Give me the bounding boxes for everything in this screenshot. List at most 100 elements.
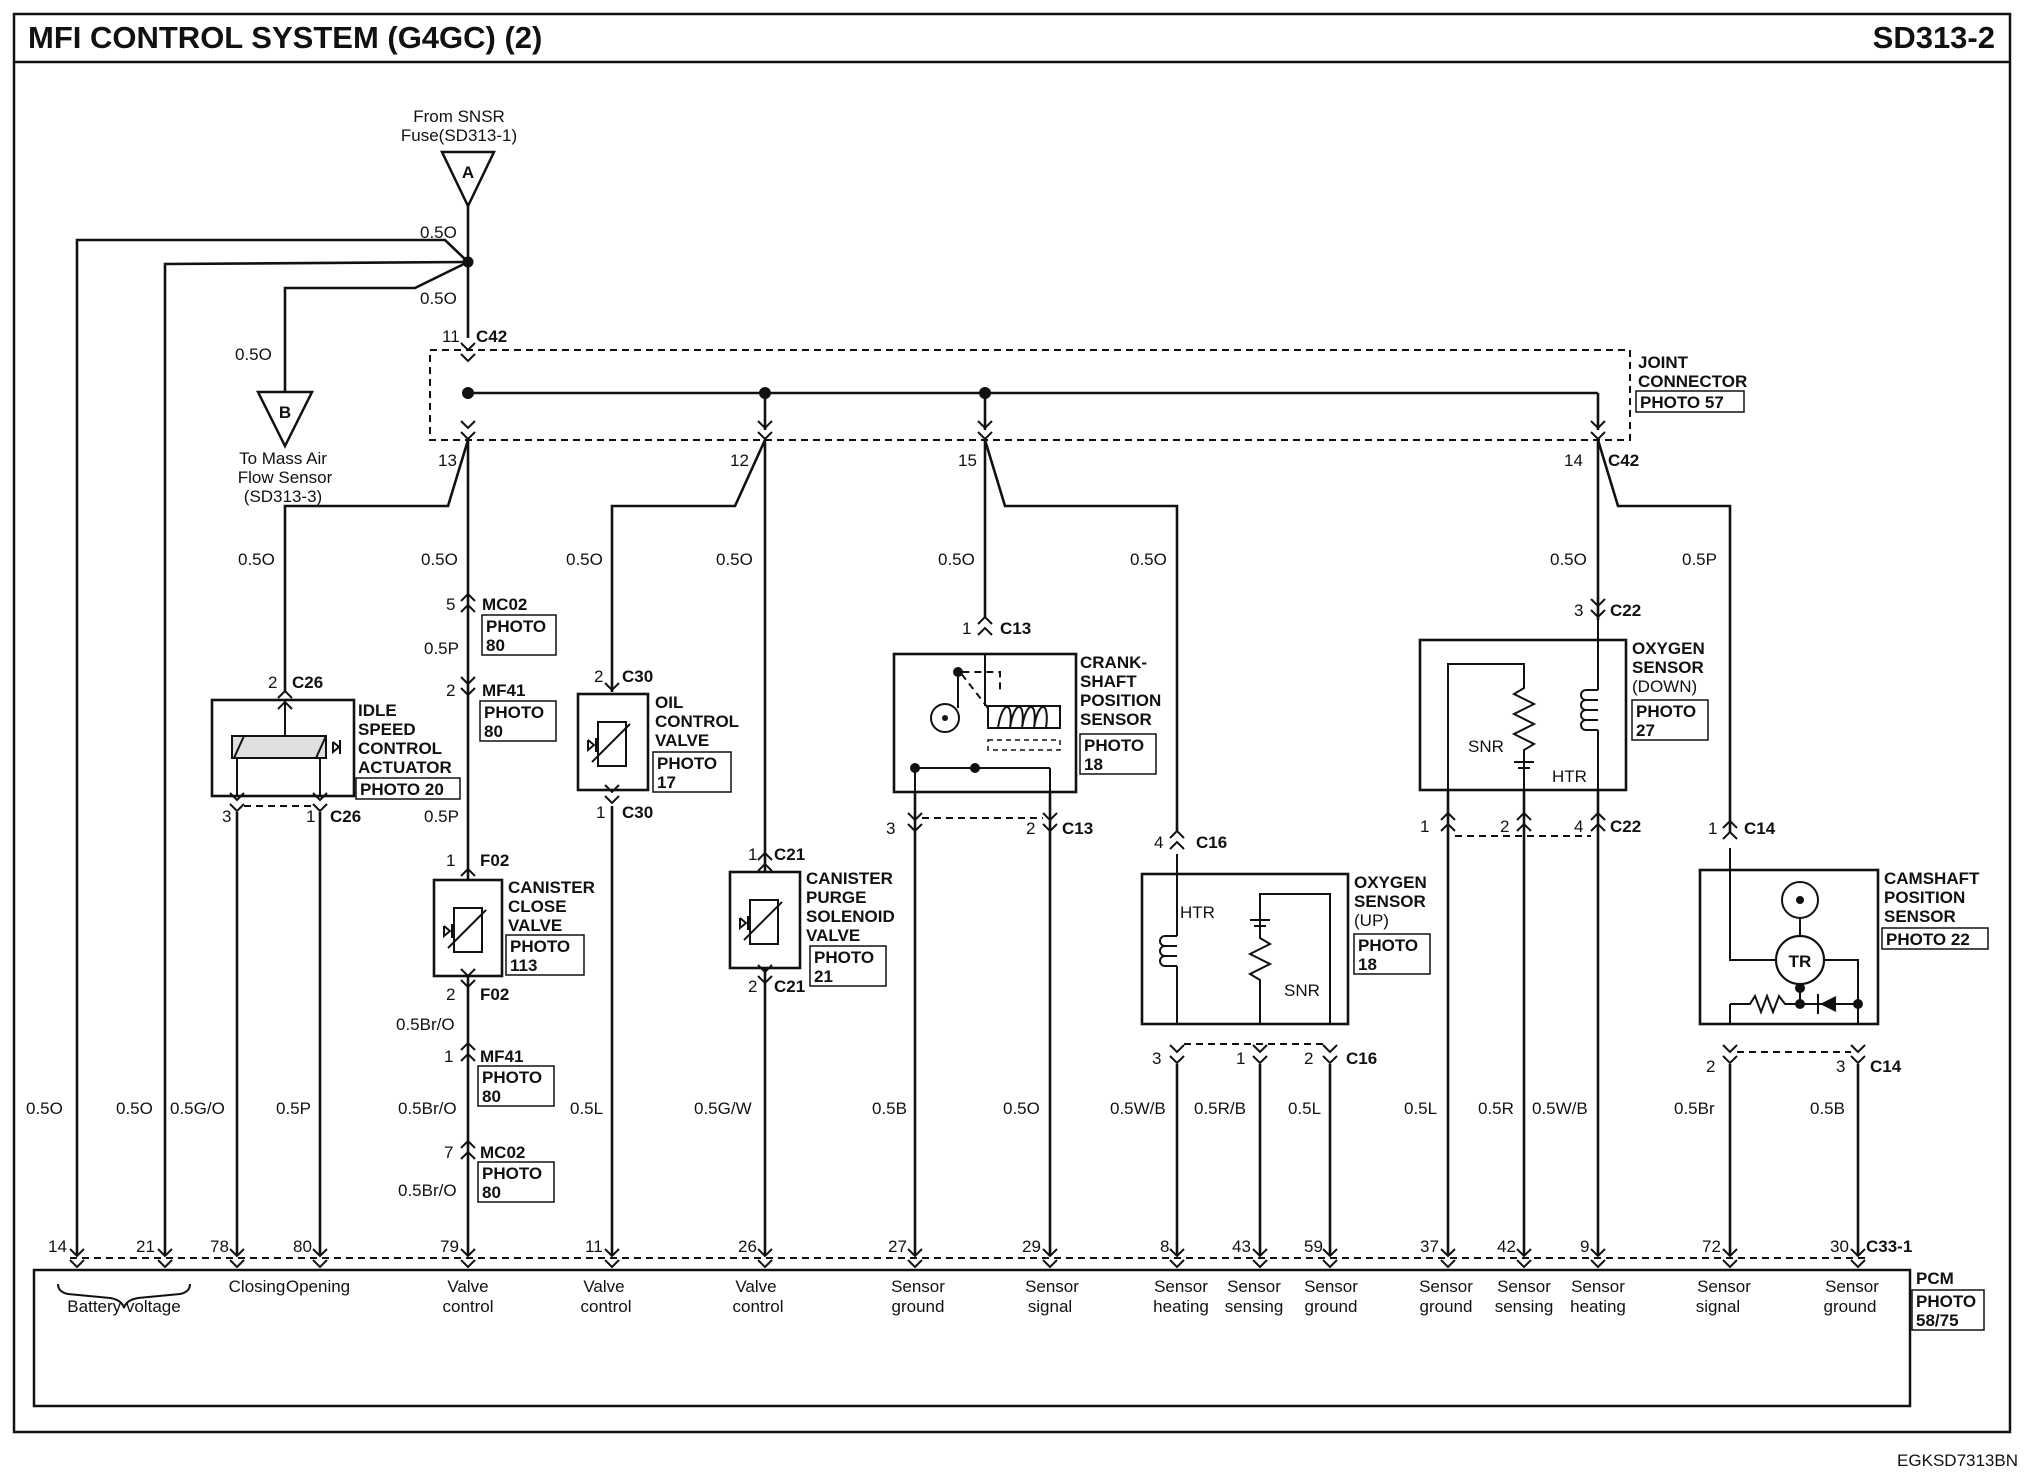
connector-mf41: MF41 [482,681,525,700]
ref-a-line2: Fuse(SD313-1) [401,126,517,145]
connector-c26: C26 [292,673,323,692]
component-label: SOLENOID [806,907,895,926]
pcm-function: Sensor [1227,1277,1281,1296]
component-label: OIL [655,693,683,712]
pcm-pin: 27 [888,1237,907,1256]
conn-pin: 2 [748,977,757,996]
pcm-function: ground [892,1297,945,1316]
pcm-function: Sensor [1154,1277,1208,1296]
pcm-box [32,1268,1912,1408]
conn-pin: 2 [1304,1049,1313,1068]
htr-label: HTR [1180,903,1215,922]
photo-box [1635,390,1745,413]
joint-connector-label: CONNECTOR [1638,372,1747,391]
oxygen-sensor-up [1140,854,1350,1026]
camshaft-position-sensor [1698,848,1880,1026]
pcm-pin: 42 [1497,1237,1516,1256]
pcm-function: Valve [583,1277,624,1296]
pcm-function: Sensor [1571,1277,1625,1296]
conn-pin: 1 [306,807,315,826]
tr-label: TR [1789,952,1812,971]
footer-code: EGKSD7313BN [1897,1451,2018,1470]
pcm-pin: 72 [1702,1237,1721,1256]
connector-c22: C22 [1610,817,1641,836]
pcm-pin-numbers: 14 21 78 80 79 11 26 27 29 8 43 59 37 42… [48,1237,1912,1256]
ref-a-letter: A [462,163,474,182]
conn-pin: 1 [1708,819,1717,838]
canister-close-valve [432,878,504,978]
pcm-function: Sensor [891,1277,945,1296]
pcm-pin: 37 [1420,1237,1439,1256]
ref-b-line3: (SD313-3) [244,487,322,506]
component-label: CLOSE [508,897,567,916]
ref-b-letter: B [279,403,291,422]
photo-text: PHOTO [814,948,874,967]
photo-box [477,1065,555,1107]
conn-pin: 2 [446,681,455,700]
pcm-function: sensing [1225,1297,1284,1316]
component-label: SHAFT [1080,672,1137,691]
wire-label: 0.5Br [1674,1099,1715,1118]
photo-text: PHOTO [1636,702,1696,721]
joint-connector-photo: PHOTO 57 [1640,393,1724,412]
photo-box [481,614,557,656]
wire-label: 0.5O [716,550,753,569]
wire-label: 0.5R/B [1194,1099,1246,1118]
conn-pin: 3 [1574,601,1583,620]
conn-pin: 1 [446,851,455,870]
pcm-label: PCM [1916,1269,1954,1288]
conn-pin: 1 [444,1047,453,1066]
conn-pin: 2 [446,985,455,1004]
wire-label: 0.5B [872,1099,907,1118]
pcm-function: Opening [286,1277,350,1296]
connector-symbol [1169,830,1185,850]
connector-symbol [1169,1044,1185,1064]
photo-text: 80 [486,636,505,655]
component-label: SPEED [358,720,416,739]
wire-label: 0.5O [938,550,975,569]
photo-box [809,945,887,987]
pcm-function: signal [1696,1297,1740,1316]
photo-text: PHOTO [482,1068,542,1087]
photo-box [1353,933,1431,975]
pcm-function: heating [1153,1297,1209,1316]
connector-c14: C14 [1870,1057,1902,1076]
pcm-pin: 11 [585,1237,603,1256]
connector-symbol [977,616,993,636]
component-label: VALVE [655,731,709,750]
pcm-pin: 80 [293,1237,312,1256]
joint-pin: 11 [442,327,460,346]
photo-text: 18 [1084,755,1103,774]
wire-label: 0.5O [1130,550,1167,569]
crankshaft-position-sensor [892,652,1078,794]
component-label: SENSOR [1884,907,1956,926]
connector-mf41: MF41 [480,1047,523,1066]
joint-pin: 14 [1564,451,1583,470]
connector-symbol [1322,1044,1338,1064]
wire-label: 0.5B [1810,1099,1845,1118]
wire-label: 0.5Br/O [396,1015,455,1034]
connector-c14: C14 [1744,819,1776,838]
pcm-pin: 79 [440,1237,459,1256]
pcm-function: control [442,1297,493,1316]
pcm-pin: 21 [136,1237,155,1256]
wire-label: 0.5P [424,807,459,826]
wire-label: 0.5W/B [1532,1099,1588,1118]
photo-text: PHOTO [486,617,546,636]
wire-label: 0.5R [1478,1099,1514,1118]
ref-a-triangle [440,150,496,209]
component-label: SENSOR [1080,710,1152,729]
wire-label: 0.5O [1550,550,1587,569]
pcm-function: signal [1028,1297,1072,1316]
wire-label: 0.5P [1682,550,1717,569]
wire-label: 0.5P [424,639,459,658]
component-label: CANISTER [806,869,893,888]
wire-label: 0.5O [566,550,603,569]
wire-label: 0.5P [276,1099,311,1118]
joint-pin: 12 [730,451,749,470]
component-label: OXYGEN [1354,873,1427,892]
joint-connector-box [429,349,1631,441]
bottom-wire-labels: 0.5O 0.5O 0.5G/O 0.5P 0.5Br/O 0.5Br/O 0.… [26,1099,1845,1200]
photo-text: PHOTO [1084,736,1144,755]
